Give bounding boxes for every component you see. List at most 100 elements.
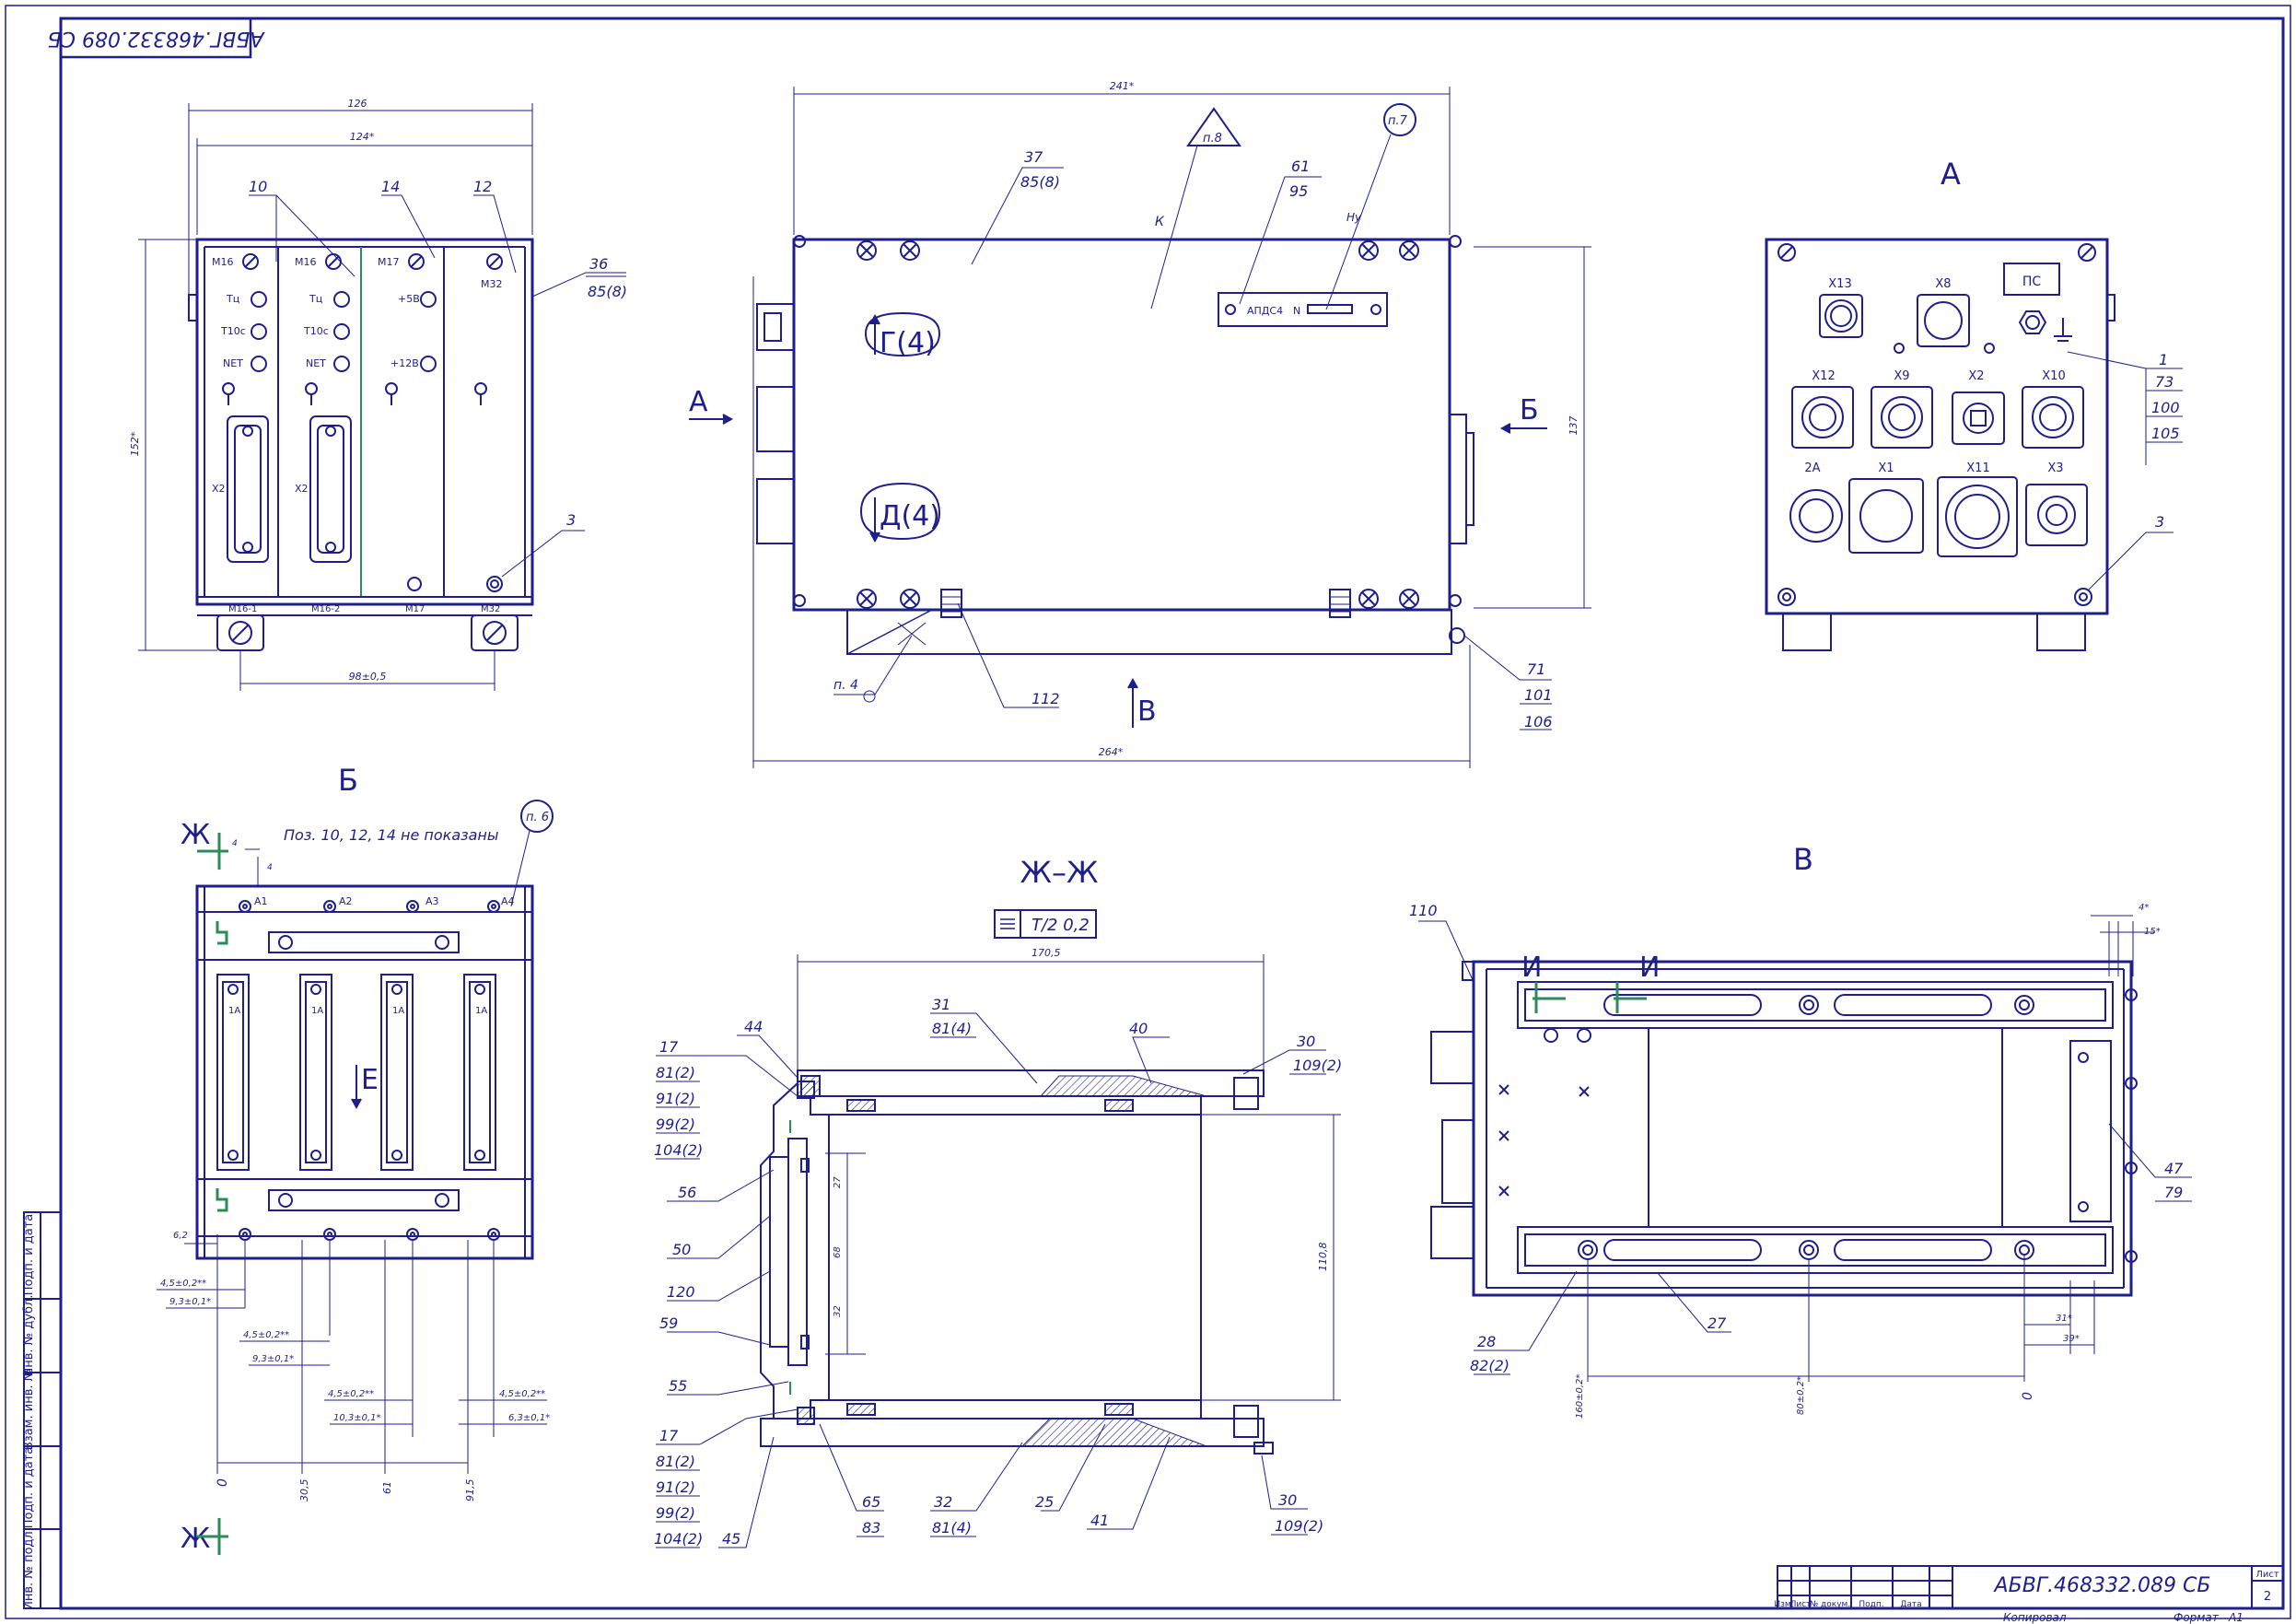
tag-p6: п. 6	[526, 811, 549, 824]
sec-right-83: 83	[862, 1519, 880, 1536]
front-pos-36: 36	[589, 255, 608, 273]
view-a: А X13 X8 ПС X12 X9 X2 X10 2A X1 X11 X3	[1765, 157, 2183, 651]
mod1-t3: NET	[223, 357, 243, 369]
section-tol: T/2 0,2	[1031, 916, 1090, 935]
sec-right-30b: 30	[1278, 1491, 1297, 1509]
arrow-zh1: Ж	[181, 819, 210, 851]
v-pos-47: 47	[2164, 1160, 2184, 1177]
b-tick-4: 4	[232, 839, 238, 848]
view-b-title: Б	[338, 763, 358, 798]
side-dim-h: 137	[1568, 416, 1579, 436]
strip-label-4: Подп. и дата	[22, 1447, 36, 1529]
conn-x3: X3	[2047, 461, 2063, 475]
b-dim-9-3a: 9,3±0,1*	[169, 1297, 211, 1307]
v-dim-39: 39*	[2063, 1334, 2080, 1344]
tag-nu: Ну	[1346, 211, 1362, 224]
side-pos-112: 112	[1031, 690, 1060, 707]
b-dim-10-3: 10,3±0,1*	[333, 1413, 381, 1423]
view-b-note: Поз. 10, 12, 14 не показаны	[284, 826, 499, 844]
conn-x9: X9	[1894, 369, 1909, 383]
section-title: Ж–Ж	[1020, 855, 1099, 890]
b-dim-4-5c: 4,5±0,2**	[328, 1389, 374, 1399]
outer-border	[5, 5, 2291, 1619]
side-strip: Подп. и дата Инв. № дубл. Взам. инв. № П…	[22, 1211, 62, 1610]
sec-right-32: 32	[934, 1493, 952, 1511]
sec-right-109b: 109(2)	[1275, 1517, 1323, 1535]
sec-right-25: 25	[1035, 1493, 1054, 1511]
mod2-t3: NET	[306, 357, 326, 369]
sec-left-17b: 17	[659, 1427, 679, 1444]
v-pos-82: 82(2)	[1470, 1357, 1509, 1374]
front-dim-124: 124*	[350, 131, 375, 143]
b-dim-4-5a: 4,5±0,2**	[160, 1279, 206, 1289]
slot1-tag: 1А	[228, 1006, 240, 1016]
v-dim-15: 15*	[2144, 927, 2161, 937]
arrow-a-label: А	[689, 386, 708, 418]
front-dim-bottom: 98±0,5	[349, 671, 387, 683]
mod1-name: M16	[212, 256, 234, 268]
side-dim-top: 241*	[1110, 80, 1135, 92]
slot-a4: A4	[501, 895, 515, 907]
front-pos-12: 12	[473, 178, 492, 195]
col-date: Дата	[1900, 1600, 1921, 1609]
conn-x1: X1	[1878, 461, 1894, 475]
copied-label: Копировал	[2003, 1611, 2067, 1624]
tag-p7: п.7	[1388, 114, 1408, 128]
section-dim-top: 170,5	[1031, 947, 1061, 959]
v-pos-28: 28	[1477, 1333, 1496, 1350]
format-label: Формат	[2174, 1611, 2220, 1624]
front-pos-3: 3	[566, 511, 576, 529]
conn-2a: 2A	[1804, 461, 1820, 475]
mod3-t1: +5В	[398, 293, 420, 305]
front-view: M16 Тц T10с NET X2 M16-1 M16 Тц T10с NET…	[129, 98, 627, 691]
b-dim-4-5b: 4,5±0,2**	[243, 1330, 289, 1340]
v-dim-4: 4*	[2139, 903, 2149, 913]
conn-x10: X10	[2042, 369, 2065, 383]
v-pos-110: 110	[1409, 902, 1438, 919]
sec-right-31: 31	[932, 996, 950, 1013]
sec-left-91a: 91(2)	[656, 1090, 695, 1107]
v-pos-79: 79	[2164, 1184, 2183, 1201]
rotated-code: АБВГ.468332.089 СБ	[48, 27, 266, 50]
sec-right-40: 40	[1129, 1020, 1148, 1037]
mod3-t2: +12В	[390, 357, 419, 369]
mod3-name: M17	[378, 256, 400, 268]
b-tick-6: 4	[267, 863, 273, 872]
sec-right-30a: 30	[1297, 1033, 1315, 1050]
section-zh: Ж–Ж T/2 0,2 170,5	[654, 855, 1342, 1548]
side-pos-106: 106	[1524, 713, 1553, 730]
slot4-tag: 1А	[475, 1006, 487, 1016]
sec-left-104b: 104(2)	[654, 1530, 703, 1548]
mod3-foot: M17	[405, 604, 425, 614]
front-dim-126: 126	[348, 98, 367, 110]
sec-left-120: 120	[667, 1283, 695, 1301]
conn-x13: X13	[1828, 277, 1851, 291]
b-dim-6-3: 6,3±0,1*	[508, 1413, 550, 1423]
sec-left-91b: 91(2)	[656, 1478, 695, 1496]
view-a-title: А	[1941, 157, 1961, 192]
a-pos-3: 3	[2155, 513, 2164, 531]
mod2-conn: X2	[295, 483, 309, 495]
sec-left-81b: 81(2)	[656, 1453, 695, 1470]
arrow-d: Д(4)	[880, 500, 940, 532]
b-ord-61: 61	[381, 1481, 393, 1494]
plate-n: N	[1293, 305, 1300, 317]
b-ord-91-5: 91,5	[464, 1479, 476, 1502]
side-pos-101: 101	[1524, 686, 1553, 704]
tag-p8: п.8	[1203, 132, 1222, 146]
sec-dim-27: 27	[833, 1176, 843, 1188]
view-v-title: В	[1793, 842, 1813, 877]
arrow-e: Е	[361, 1064, 379, 1096]
v-dim-31: 31*	[2056, 1314, 2072, 1324]
slot-a1: A1	[254, 895, 268, 907]
conn-x8: X8	[1935, 277, 1951, 291]
a-pos-105: 105	[2151, 425, 2180, 442]
mod4-foot: M32	[481, 604, 500, 614]
sec-right-109a: 109(2)	[1293, 1057, 1342, 1074]
sec-left-56: 56	[678, 1184, 696, 1201]
strip-label-1: Подп. и дата	[22, 1214, 36, 1296]
format-value: A1	[2228, 1611, 2244, 1624]
plate-text: АПДС4	[1247, 305, 1283, 317]
strip-label-5: Инв. № подл.	[22, 1527, 36, 1610]
